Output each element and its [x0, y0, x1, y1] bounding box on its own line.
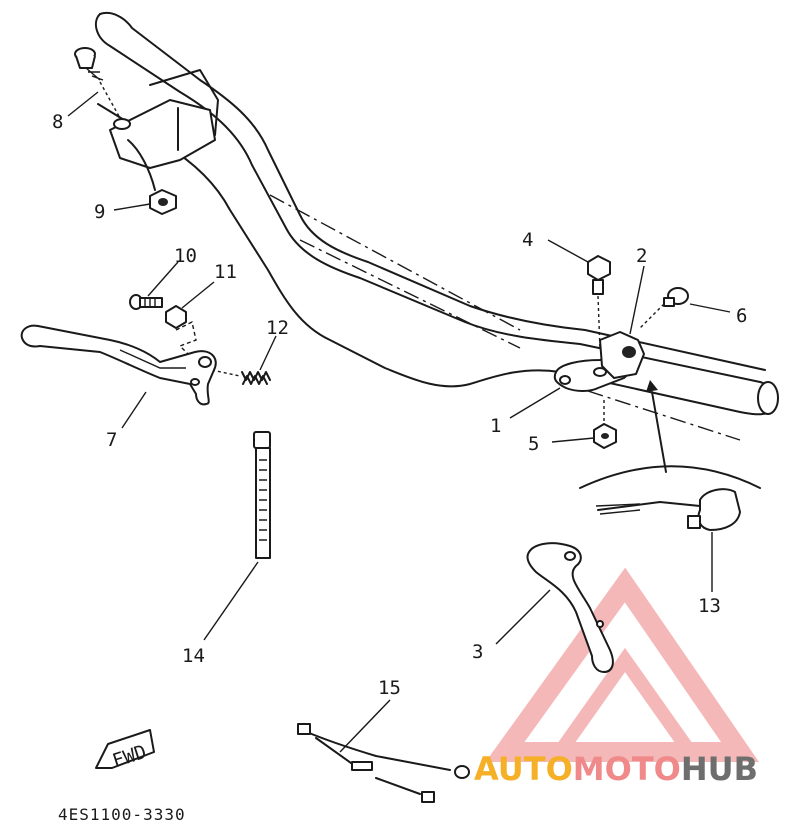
svg-text:2: 2 — [636, 245, 647, 267]
callout-5: 5 — [528, 433, 595, 455]
svg-text:15: 15 — [378, 677, 401, 699]
lever-part-7 — [20, 324, 217, 406]
diagram-code: 4ES1100-3330 — [58, 805, 186, 824]
spring-part-12 — [211, 369, 271, 385]
svg-text:1: 1 — [490, 415, 501, 437]
callout-11: 11 — [181, 261, 237, 309]
callout-4: 4 — [522, 229, 589, 263]
svg-text:4: 4 — [522, 229, 533, 251]
fwd-arrow-icon: FWD — [95, 729, 155, 772]
svg-text:11: 11 — [214, 261, 237, 283]
lever-part-3 — [526, 542, 614, 673]
cable-band-part-14 — [253, 431, 271, 559]
svg-text:9: 9 — [94, 201, 105, 223]
bolt-part-8 — [74, 47, 121, 119]
holder-part-1 — [553, 331, 645, 392]
svg-text:12: 12 — [266, 317, 289, 339]
svg-text:10: 10 — [174, 245, 197, 267]
callout-6: 6 — [689, 303, 747, 327]
callout-7: 7 — [106, 391, 147, 451]
callout-12: 12 — [259, 317, 289, 371]
callout-1: 1 — [490, 387, 561, 437]
handlebar — [94, 12, 779, 441]
callout-2: 2 — [629, 245, 647, 335]
nut-part-9 — [149, 189, 177, 215]
bolt-part-10 — [129, 294, 163, 310]
callout-15: 15 — [339, 677, 401, 753]
wire-harness-part-15 — [297, 723, 470, 803]
svg-text:3: 3 — [472, 641, 483, 663]
svg-text:7: 7 — [106, 429, 117, 451]
arrow-to-switch — [579, 380, 761, 489]
callout-13: 13 — [698, 532, 721, 617]
callout-10: 10 — [147, 245, 197, 297]
watermark-moto: MOTO — [573, 750, 681, 788]
svg-text:14: 14 — [182, 645, 205, 667]
callout-9: 9 — [94, 201, 151, 223]
watermark-auto: AUTO — [474, 750, 573, 788]
handlebar-holder — [109, 69, 219, 191]
svg-text:13: 13 — [698, 595, 721, 617]
svg-text:6: 6 — [736, 305, 747, 327]
watermark-hub: HUB — [681, 750, 758, 788]
screw-part-6 — [639, 287, 689, 329]
svg-text:5: 5 — [528, 433, 539, 455]
nut-part-5 — [593, 400, 617, 449]
svg-text:8: 8 — [52, 111, 63, 133]
callout-3: 3 — [472, 589, 551, 663]
watermark-text: AUTOMOTOHUB — [474, 750, 758, 788]
callout-14: 14 — [182, 561, 259, 667]
callout-8: 8 — [52, 91, 99, 133]
switch-part-13 — [595, 488, 741, 531]
bolt-part-4 — [587, 255, 611, 351]
svg-text:AUTOMOTOHUB: AUTOMOTOHUB — [474, 750, 758, 788]
nut-part-11 — [165, 305, 197, 357]
watermark-logo — [485, 567, 760, 762]
